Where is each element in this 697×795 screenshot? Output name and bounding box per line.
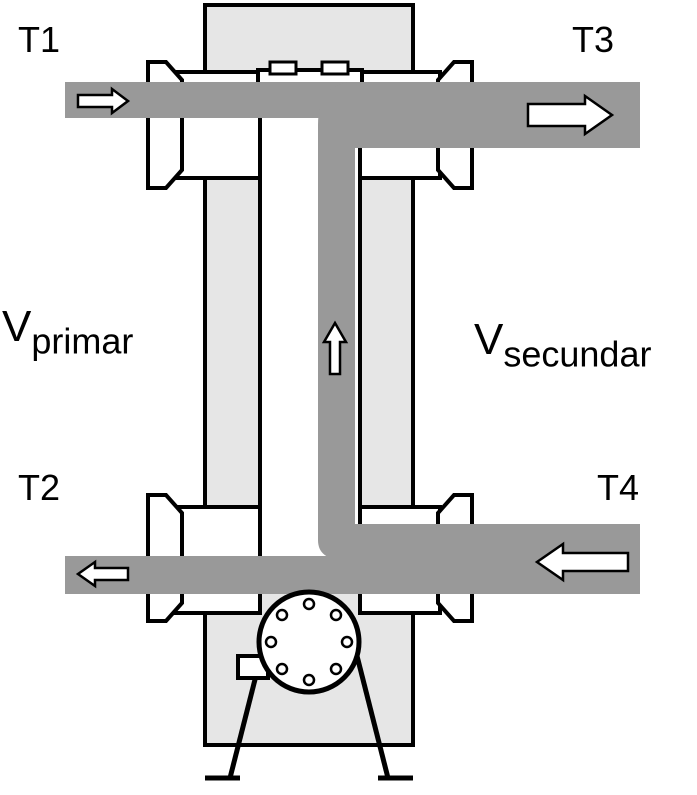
arrow-icon-t3-outlet xyxy=(526,93,615,137)
top-nub-left xyxy=(268,60,298,76)
label-t1: T1 xyxy=(18,19,61,60)
arrow-icon-t4-inlet xyxy=(534,541,630,583)
top-left-flange xyxy=(146,60,184,190)
label-t3: T3 xyxy=(572,19,615,60)
top-nub-right xyxy=(320,60,350,76)
label-v-secundar-sub: secundar xyxy=(503,333,652,375)
arrow-icon-t2-outlet xyxy=(75,559,130,589)
label-v-primar: Vprimar xyxy=(2,305,133,360)
pump-leg-right xyxy=(353,651,391,779)
label-v-primar-main: V xyxy=(2,302,32,351)
flow-path-secondary xyxy=(318,82,640,560)
pump-icon xyxy=(256,589,362,695)
arrow-icon-t1-inlet xyxy=(76,86,131,116)
label-v-secundar: Vsecundar xyxy=(474,318,651,373)
label-v-secundar-main: V xyxy=(474,315,504,364)
label-t4: T4 xyxy=(597,467,640,508)
label-t2: T2 xyxy=(18,467,61,508)
arrow-icon-channel-up xyxy=(321,320,349,376)
label-v-primar-sub: primar xyxy=(31,320,134,362)
